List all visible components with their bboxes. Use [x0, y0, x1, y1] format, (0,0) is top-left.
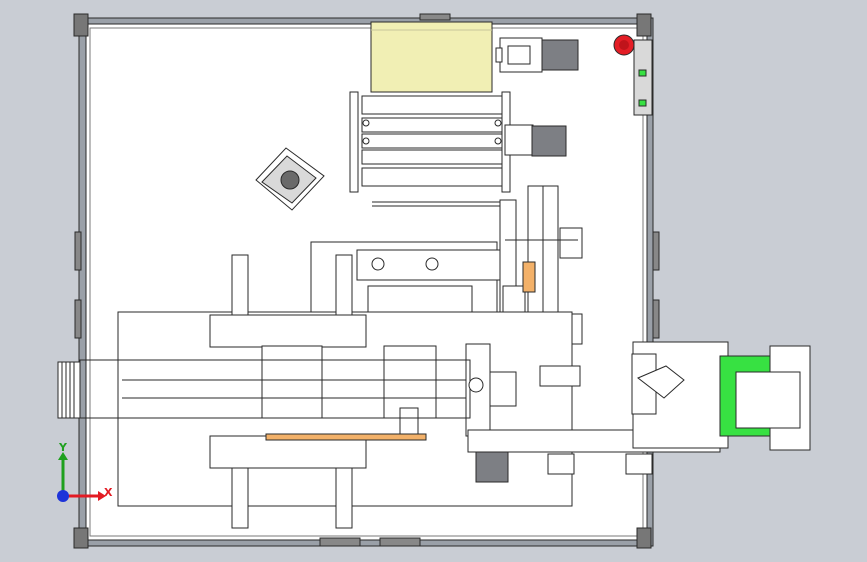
conveyor-belt[interactable] — [631, 341, 811, 451]
axis-triad — [57, 452, 106, 502]
film-roll[interactable] — [370, 21, 493, 93]
clamp-assembly[interactable] — [231, 254, 437, 529]
infeed-rails[interactable] — [57, 359, 471, 419]
control-panel — [633, 39, 653, 116]
emergency-stop-button[interactable] — [613, 34, 635, 56]
feed-rollers[interactable] — [349, 91, 567, 207]
x-axis-label: X — [104, 486, 113, 499]
cooling-fan[interactable] — [255, 147, 325, 211]
y-axis-label: Y — [59, 441, 67, 454]
servo-motor[interactable] — [495, 37, 579, 73]
